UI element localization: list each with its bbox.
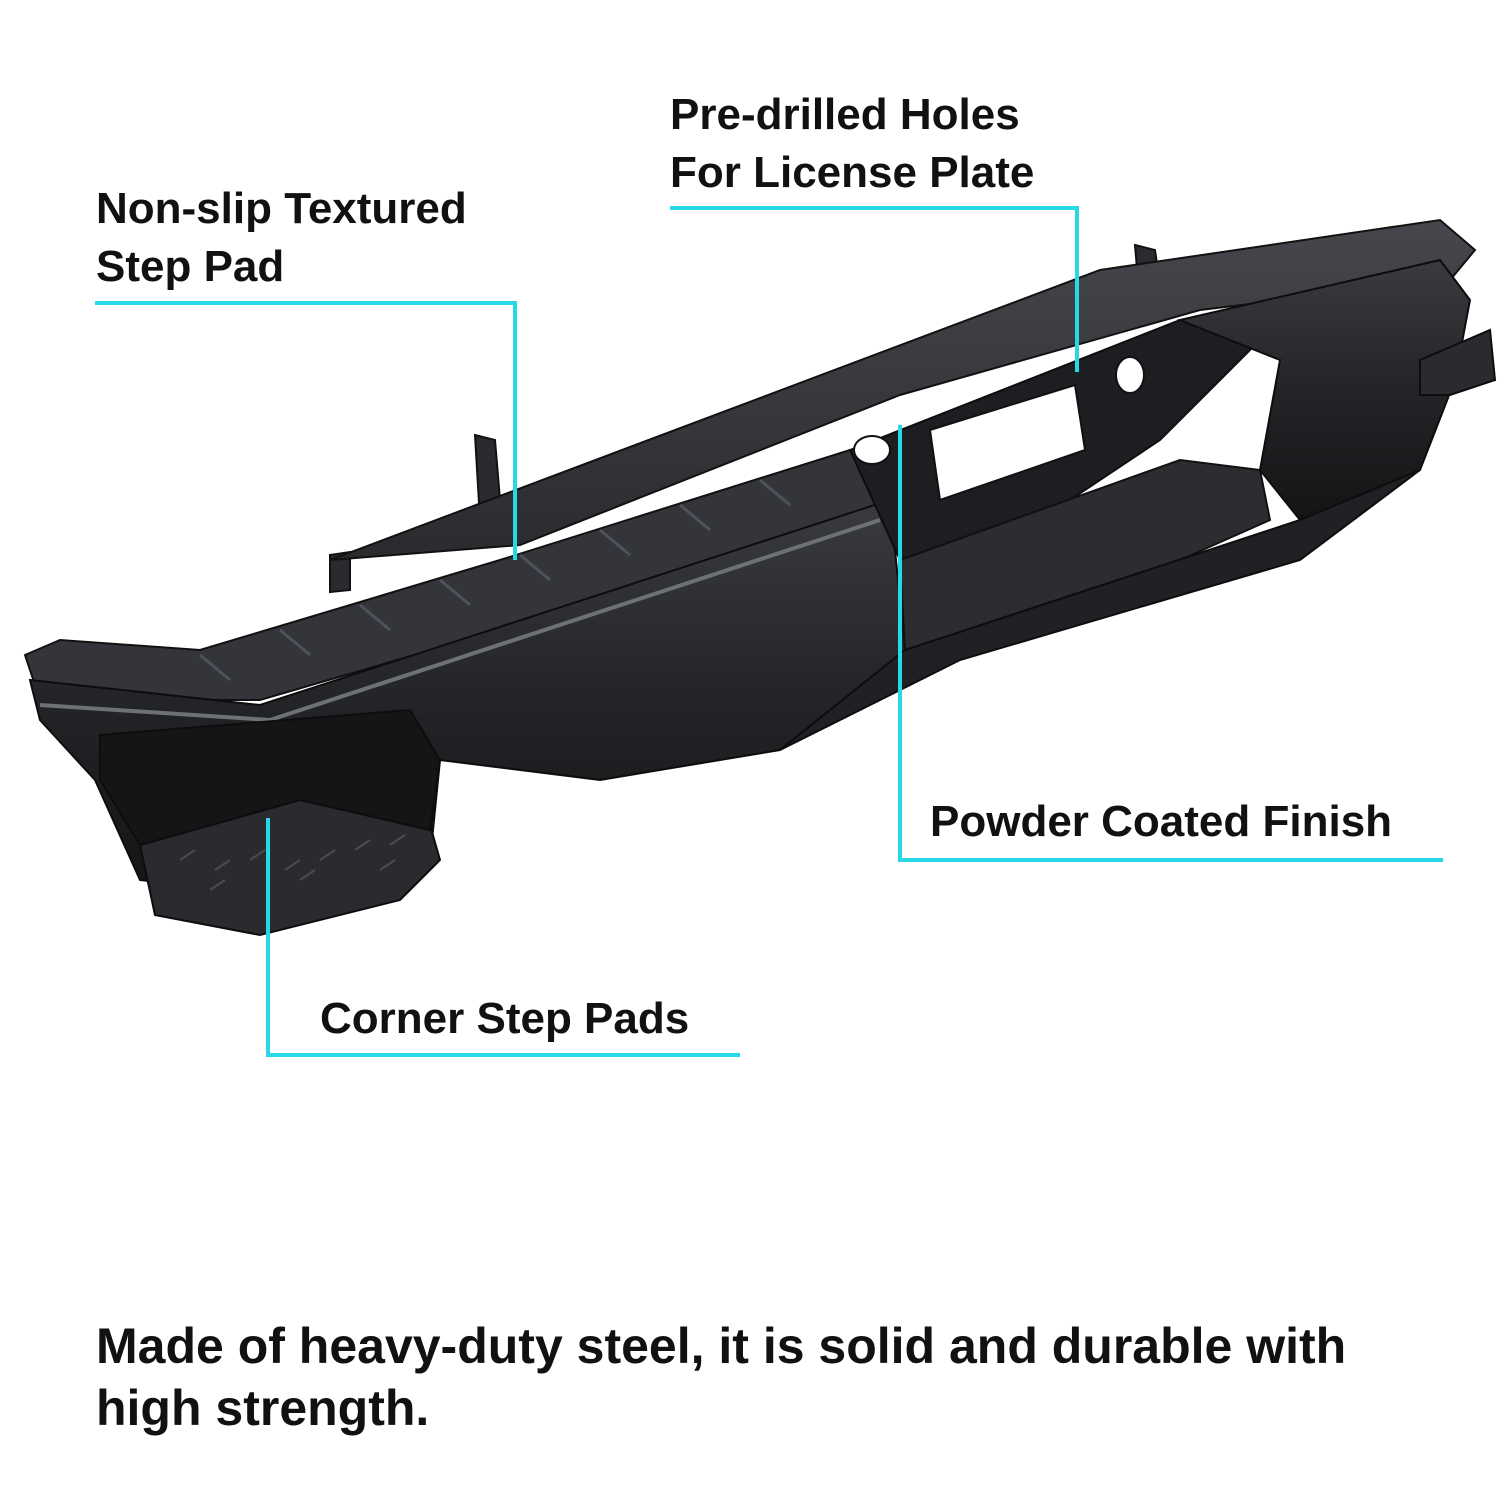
leader-line-finish <box>898 425 1443 862</box>
caption-line2: high strength. <box>96 1380 430 1436</box>
callout-step-pad-line2: Step Pad <box>96 242 285 291</box>
callout-license-plate: Pre-drilled Holes For License Plate <box>670 86 1034 202</box>
step-pad-ribs <box>199 478 791 682</box>
sensor-hole-left <box>853 435 891 465</box>
leader-line-corner-pads <box>266 818 740 1057</box>
license-plate-hole <box>928 383 1087 502</box>
chrome-edge-highlight <box>39 518 881 723</box>
callout-corner-pads: Corner Step Pads <box>320 990 689 1048</box>
callout-leader-lines <box>95 206 1443 1057</box>
leader-line-step-pad <box>95 301 517 560</box>
callout-license-plate-line2: For License Plate <box>670 148 1035 197</box>
callout-finish: Powder Coated Finish <box>930 793 1392 851</box>
callout-corner-pads-text: Corner Step Pads <box>320 994 690 1043</box>
sensor-hole-right <box>1115 356 1145 394</box>
callout-license-plate-line1: Pre-drilled Holes <box>670 90 1020 139</box>
diamond-plate-texture <box>179 834 406 891</box>
corner-recess <box>99 708 442 847</box>
leader-line-license-plate <box>670 206 1079 372</box>
bumper-underside <box>779 469 1421 751</box>
caption-line1: Made of heavy-duty steel, it is solid an… <box>96 1318 1347 1374</box>
callout-finish-text: Powder Coated Finish <box>930 797 1393 846</box>
corner-step-pad-right <box>1419 328 1497 396</box>
product-caption: Made of heavy-duty steel, it is solid an… <box>96 1315 1476 1439</box>
callout-step-pad: Non-slip Textured Step Pad <box>96 180 467 296</box>
callout-step-pad-line1: Non-slip Textured <box>96 184 467 233</box>
